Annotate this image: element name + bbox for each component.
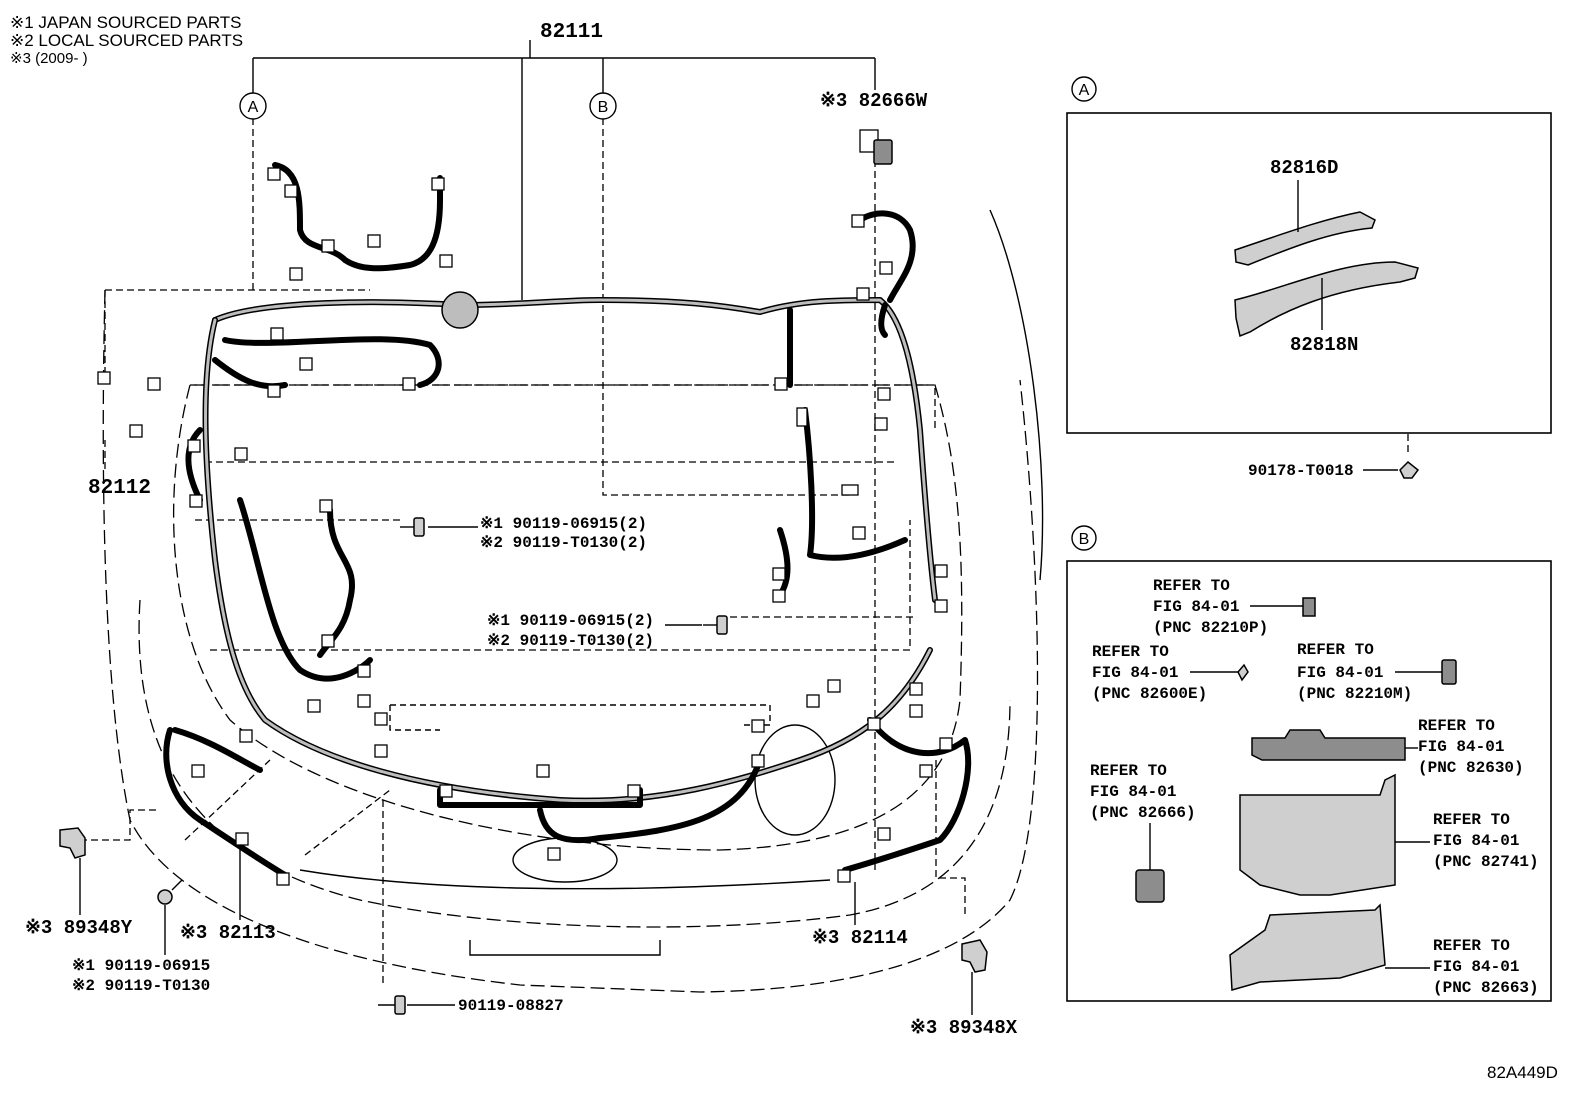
bolt-mid-icon: [400, 517, 425, 537]
connector-82666w-icon: [873, 139, 893, 165]
vehicle-body-outline: [102, 209, 1044, 993]
label-82666w: ※3 82666W: [820, 90, 928, 112]
svg-text:(PNC 82210M): (PNC 82210M): [1297, 685, 1412, 703]
detail-b-letter: B: [1079, 531, 1090, 548]
note-2: ※2 LOCAL SOURCED PARTS: [10, 31, 243, 50]
leader-lines: [80, 40, 1409, 985]
harness-connectors: [97, 129, 953, 886]
svg-text:REFER TO: REFER TO: [1092, 643, 1169, 661]
clip-89348x-icon: [961, 939, 988, 973]
bolt-bottom-icon: [378, 995, 406, 1015]
connector-82210m-icon: [1441, 659, 1457, 685]
svg-text:REFER TO: REFER TO: [1090, 762, 1167, 780]
label-82114: ※3 82114: [812, 927, 908, 949]
label-90178-t0018: 90178-T0018: [1248, 462, 1354, 480]
relay-82666-icon: [1135, 869, 1165, 903]
ref-82666: REFER TO FIG 84-01 (PNC 82666): [1090, 762, 1196, 903]
junction-block-82741-icon: [1239, 773, 1396, 896]
ref-82741: REFER TO FIG 84-01 (PNC 82741): [1239, 773, 1539, 896]
fuse-82600e-icon: [1237, 663, 1249, 682]
svg-text:(PNC 82663): (PNC 82663): [1433, 979, 1539, 997]
label-bolt-right-1: ※1 90119-06915(2): [487, 612, 654, 630]
label-89348x: ※3 89348X: [910, 1017, 1018, 1039]
bolt-right-icon: [703, 615, 728, 635]
junction-block-82663-icon: [1229, 903, 1386, 991]
label-89348y: ※3 89348Y: [25, 917, 133, 939]
svg-text:FIG 84-01: FIG 84-01: [1297, 664, 1383, 682]
svg-text:FIG 84-01: FIG 84-01: [1090, 783, 1176, 801]
svg-text:(PNC 82210P): (PNC 82210P): [1153, 619, 1268, 637]
svg-text:(PNC 82630): (PNC 82630): [1418, 759, 1524, 777]
ref-82210p: REFER TO FIG 84-01 (PNC 82210P): [1153, 577, 1316, 637]
callout-a: A: [239, 92, 267, 120]
label-82113: ※3 82113: [180, 922, 276, 944]
ref-82663: REFER TO FIG 84-01 (PNC 82663): [1229, 903, 1539, 997]
bolt-low-icon: [157, 879, 183, 905]
svg-text:REFER TO: REFER TO: [1418, 717, 1495, 735]
clip-90178-icon: [1399, 460, 1420, 479]
svg-text:REFER TO: REFER TO: [1153, 577, 1230, 595]
ref-82630: REFER TO FIG 84-01 (PNC 82630): [1251, 717, 1524, 777]
svg-text:FIG 84-01: FIG 84-01: [1433, 958, 1519, 976]
note-3: ※3 (2009- ): [10, 50, 88, 67]
detail-a: A 82816D 82818N 90178-T0018: [1066, 76, 1552, 480]
label-bolt-right-2: ※2 90119-T0130(2): [487, 632, 654, 650]
block-82630-icon: [1251, 729, 1406, 761]
detail-b: B REFER TO FIG 84-01 (PNC 82210P) REFER …: [1066, 525, 1552, 1002]
svg-text:REFER TO: REFER TO: [1433, 937, 1510, 955]
clip-89348y-icon: [59, 827, 86, 859]
label-82111: 82111: [540, 21, 603, 44]
ref-82600e: REFER TO FIG 84-01 (PNC 82600E): [1092, 643, 1249, 703]
figure-code: 82A449D: [1487, 1063, 1558, 1082]
svg-text:FIG 84-01: FIG 84-01: [1092, 664, 1178, 682]
label-82818n: 82818N: [1290, 334, 1358, 356]
label-82112: 82112: [88, 477, 151, 500]
ref-82210m: REFER TO FIG 84-01 (PNC 82210M): [1297, 641, 1457, 703]
label-82816d: 82816D: [1270, 157, 1338, 179]
svg-text:REFER TO: REFER TO: [1297, 641, 1374, 659]
label-bolt-mid-1: ※1 90119-06915(2): [480, 515, 647, 533]
connector-82210p-icon: [1302, 597, 1316, 617]
svg-text:REFER TO: REFER TO: [1433, 811, 1510, 829]
svg-text:B: B: [598, 99, 609, 116]
protector-82816d-icon: [1234, 211, 1376, 266]
svg-text:FIG 84-01: FIG 84-01: [1153, 598, 1239, 616]
label-bolt-low-1: ※1 90119-06915: [72, 957, 210, 975]
svg-text:FIG 84-01: FIG 84-01: [1418, 738, 1504, 756]
label-90119-08827: 90119-08827: [458, 997, 564, 1015]
svg-text:(PNC 82666): (PNC 82666): [1090, 804, 1196, 822]
label-bolt-mid-2: ※2 90119-T0130(2): [480, 534, 647, 552]
svg-text:FIG 84-01: FIG 84-01: [1433, 832, 1519, 850]
callout-b: B: [589, 92, 617, 120]
note-1: ※1 JAPAN SOURCED PARTS: [10, 13, 242, 32]
svg-text:A: A: [248, 99, 259, 116]
detail-a-letter: A: [1079, 82, 1090, 99]
svg-text:(PNC 82741): (PNC 82741): [1433, 853, 1539, 871]
label-bolt-low-2: ※2 90119-T0130: [72, 977, 210, 995]
protector-82818n-icon: [1234, 261, 1419, 338]
svg-text:(PNC 82600E): (PNC 82600E): [1092, 685, 1207, 703]
